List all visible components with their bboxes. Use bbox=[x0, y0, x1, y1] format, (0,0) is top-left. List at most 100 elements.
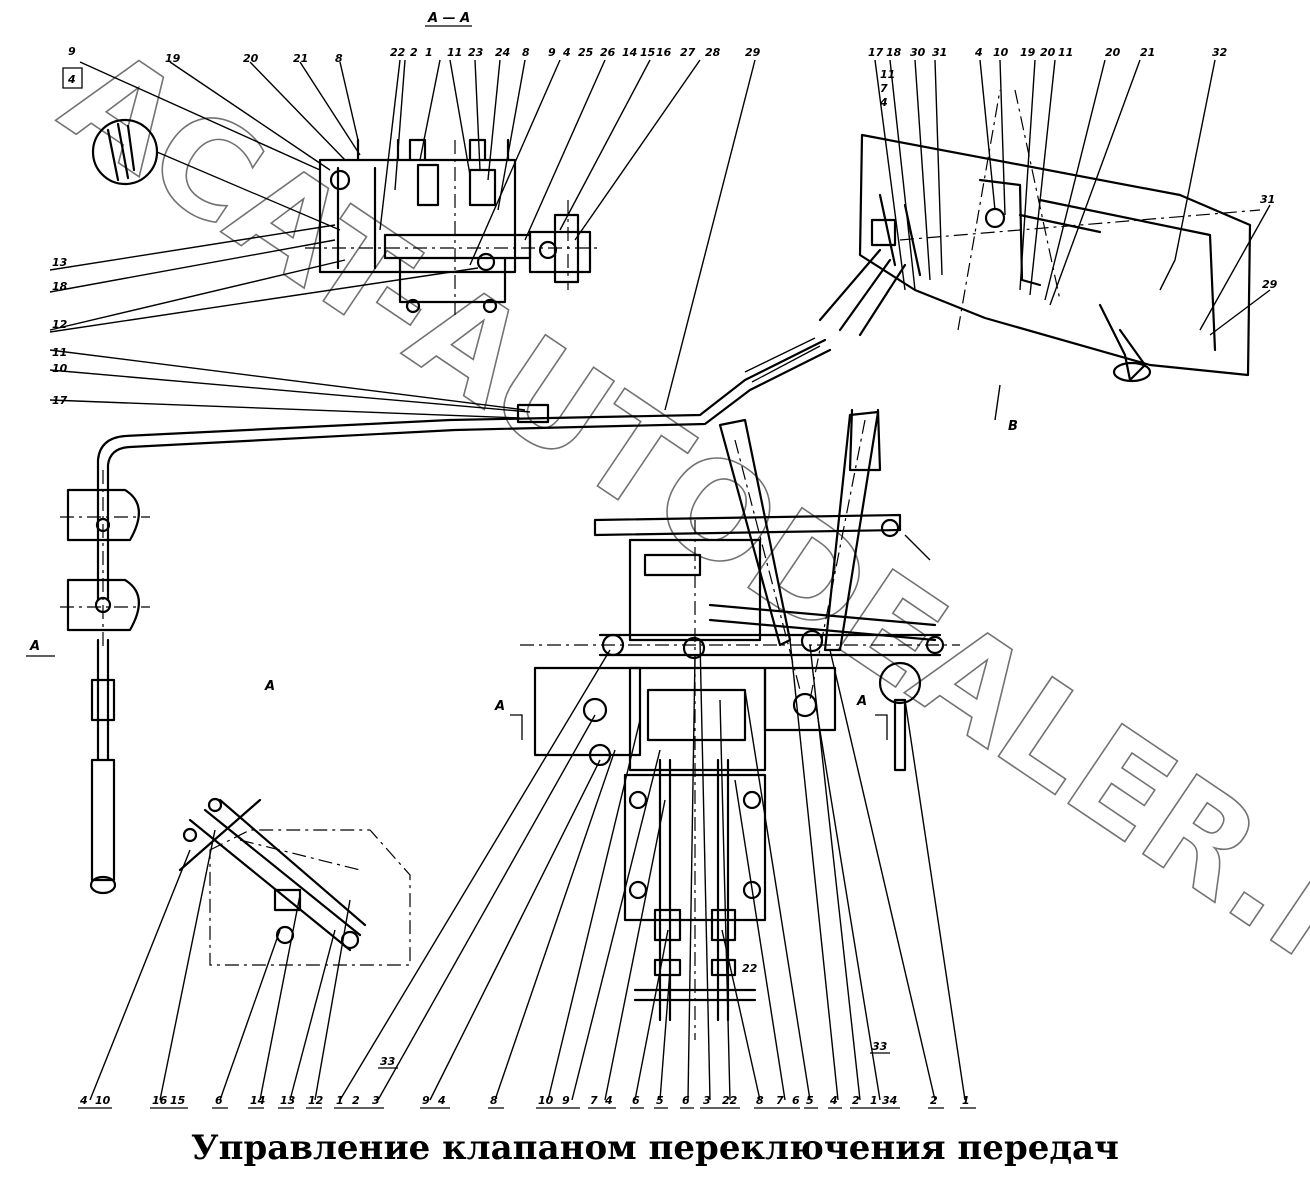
svg-text:24: 24 bbox=[495, 46, 510, 59]
svg-text:22: 22 bbox=[390, 46, 406, 59]
svg-text:27: 27 bbox=[680, 46, 696, 59]
svg-text:21: 21 bbox=[1140, 46, 1155, 59]
bracket-plate bbox=[858, 133, 1252, 377]
svg-text:4: 4 bbox=[79, 1094, 88, 1107]
svg-text:4: 4 bbox=[974, 46, 983, 59]
svg-text:21: 21 bbox=[293, 52, 308, 65]
svg-text:15: 15 bbox=[640, 46, 656, 59]
svg-text:10: 10 bbox=[993, 46, 1009, 59]
svg-text:16: 16 bbox=[656, 46, 672, 59]
svg-text:17: 17 bbox=[52, 394, 68, 407]
svg-text:4: 4 bbox=[67, 73, 76, 86]
svg-text:4: 4 bbox=[879, 96, 888, 109]
svg-text:11: 11 bbox=[447, 46, 462, 59]
svg-text:32: 32 bbox=[1212, 46, 1228, 59]
svg-text:16: 16 bbox=[152, 1094, 168, 1107]
svg-text:26: 26 bbox=[600, 46, 616, 59]
svg-text:1: 1 bbox=[962, 1094, 970, 1107]
callouts-bottom: 4 10 16 15 6 14 13 12 1 2 3 9 4 8 10 9 7… bbox=[79, 1040, 970, 1107]
svg-text:11: 11 bbox=[1058, 46, 1073, 59]
svg-text:18: 18 bbox=[52, 280, 68, 293]
svg-text:6: 6 bbox=[215, 1094, 223, 1107]
valve-block bbox=[628, 666, 767, 772]
svg-text:30: 30 bbox=[910, 46, 926, 59]
svg-text:29: 29 bbox=[1262, 278, 1278, 291]
svg-text:19: 19 bbox=[1020, 46, 1036, 59]
leaders-bottom bbox=[89, 639, 966, 1101]
svg-text:6: 6 bbox=[682, 1094, 690, 1107]
svg-text:8: 8 bbox=[335, 52, 343, 65]
svg-text:15: 15 bbox=[170, 1094, 186, 1107]
svg-text:10: 10 bbox=[52, 362, 68, 375]
svg-text:19: 19 bbox=[165, 52, 181, 65]
leaders-top-left bbox=[49, 59, 756, 411]
watermark: ACAT-AUTODEALER.RU bbox=[36, 18, 1310, 1077]
label-a-left: А bbox=[29, 639, 40, 654]
svg-text:18: 18 bbox=[886, 46, 902, 59]
svg-text:9: 9 bbox=[422, 1094, 430, 1107]
svg-text:23: 23 bbox=[468, 46, 484, 59]
callouts-left-side: 11 10 17 bbox=[52, 346, 68, 407]
view-a-detail bbox=[178, 797, 411, 966]
svg-text:1: 1 bbox=[425, 46, 433, 59]
label-b: В bbox=[1008, 419, 1018, 434]
svg-text:2: 2 bbox=[852, 1094, 860, 1107]
svg-text:6: 6 bbox=[792, 1094, 800, 1107]
svg-text:11: 11 bbox=[880, 68, 895, 81]
svg-text:29: 29 bbox=[745, 46, 761, 59]
svg-text:28: 28 bbox=[705, 46, 721, 59]
svg-text:10: 10 bbox=[95, 1094, 111, 1107]
svg-text:ACAT-AUTODEALER.RU: ACAT-AUTODEALER.RU bbox=[37, 19, 1310, 1077]
svg-text:4: 4 bbox=[562, 46, 571, 59]
svg-text:13: 13 bbox=[52, 256, 68, 269]
svg-text:1: 1 bbox=[336, 1094, 344, 1107]
valve-housing bbox=[318, 158, 517, 274]
svg-text:2: 2 bbox=[410, 46, 418, 59]
label-22: 22 bbox=[742, 962, 758, 975]
aa-title: А — А bbox=[427, 11, 470, 26]
svg-text:22: 22 bbox=[722, 1094, 738, 1107]
svg-text:34: 34 bbox=[882, 1094, 897, 1107]
housing-outline bbox=[209, 829, 411, 966]
svg-text:2: 2 bbox=[930, 1094, 938, 1107]
svg-text:25: 25 bbox=[578, 46, 594, 59]
svg-text:8: 8 bbox=[522, 46, 530, 59]
svg-text:10: 10 bbox=[538, 1094, 554, 1107]
svg-text:7: 7 bbox=[880, 82, 888, 95]
svg-text:12: 12 bbox=[52, 318, 68, 331]
svg-text:9: 9 bbox=[562, 1094, 570, 1107]
svg-text:5: 5 bbox=[656, 1094, 664, 1107]
svg-text:8: 8 bbox=[490, 1094, 498, 1107]
callouts-top-left: 9 4 19 20 21 8 22 2 1 11 23 24 8 9 4 25 … bbox=[52, 45, 761, 331]
svg-text:1: 1 bbox=[870, 1094, 878, 1107]
svg-text:7: 7 bbox=[590, 1094, 598, 1107]
svg-text:14: 14 bbox=[622, 46, 637, 59]
svg-text:5: 5 bbox=[806, 1094, 814, 1107]
callouts-top-right: 17 18 30 31 4 10 19 20 11 20 21 32 11 7 … bbox=[868, 46, 1278, 291]
svg-text:12: 12 bbox=[308, 1094, 324, 1107]
svg-text:9: 9 bbox=[548, 46, 556, 59]
control-cable: А А bbox=[26, 337, 832, 895]
svg-text:8: 8 bbox=[756, 1094, 764, 1107]
svg-text:7: 7 bbox=[776, 1094, 784, 1107]
svg-text:17: 17 bbox=[868, 46, 884, 59]
svg-text:4: 4 bbox=[437, 1094, 446, 1107]
svg-text:14: 14 bbox=[250, 1094, 265, 1107]
cable-tube bbox=[96, 338, 827, 602]
svg-text:3: 3 bbox=[372, 1094, 380, 1107]
label-a-mid: А bbox=[494, 699, 505, 714]
label-a-view: А bbox=[264, 679, 275, 694]
main-mechanism: А А 22 bbox=[494, 408, 960, 1040]
svg-text:9: 9 bbox=[68, 45, 76, 58]
svg-text:4: 4 bbox=[829, 1094, 838, 1107]
svg-text:20: 20 bbox=[243, 52, 259, 65]
svg-text:2: 2 bbox=[352, 1094, 360, 1107]
lever-right bbox=[823, 410, 880, 652]
label-a-right: А bbox=[856, 694, 867, 709]
svg-text:31: 31 bbox=[1260, 193, 1275, 206]
svg-text:13: 13 bbox=[280, 1094, 296, 1107]
svg-text:33: 33 bbox=[872, 1040, 888, 1053]
svg-text:11: 11 bbox=[52, 346, 67, 359]
svg-text:6: 6 bbox=[632, 1094, 640, 1107]
